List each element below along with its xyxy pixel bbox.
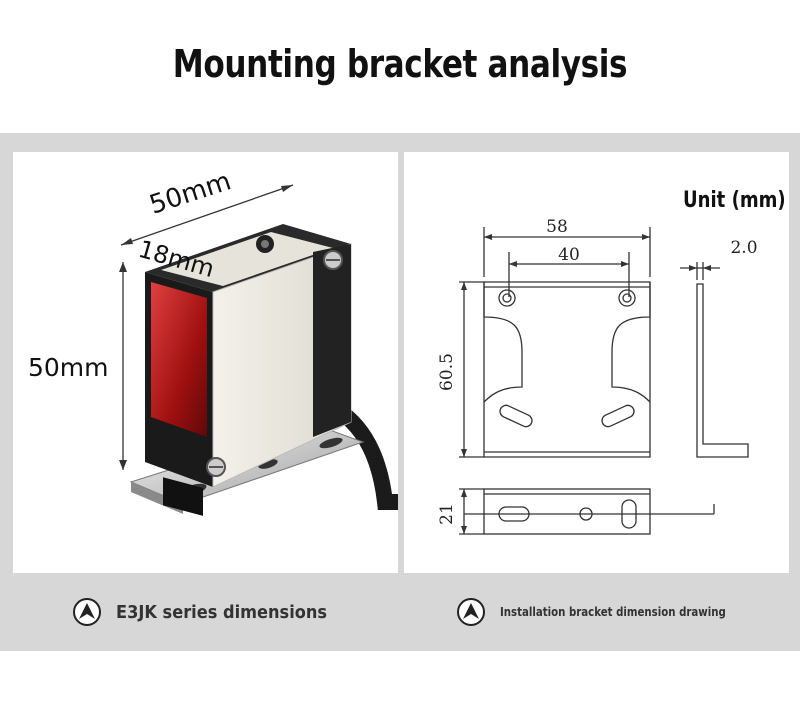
dim-label-21: 21 — [437, 503, 457, 525]
sensor-top-face — [161, 232, 333, 286]
sensor-photo-panel: 50mm 18mm 50mm — [13, 152, 398, 573]
unit-label: Unit (mm) — [683, 188, 786, 213]
sensor-illustration: 50mm 18mm 50mm — [28, 166, 398, 516]
bracket-bottom-view — [483, 488, 651, 535]
caption-left: E3JK series dimensions — [72, 597, 351, 627]
bracket-side-view — [696, 283, 749, 458]
dim-label-58: 58 — [546, 217, 568, 237]
dim-label-width: 50mm — [146, 166, 235, 220]
dim-label-60-5: 60.5 — [437, 353, 457, 391]
dim-label-height: 50mm — [28, 353, 109, 382]
dim-label-2-0: 2.0 — [730, 238, 757, 258]
caption-right-text: Installation bracket dimension drawing — [500, 605, 726, 619]
dim-line-width — [120, 184, 294, 246]
navigate-arrow-icon — [457, 598, 485, 626]
bracket-front-view — [483, 281, 651, 458]
dim-label-40: 40 — [558, 245, 580, 265]
bracket-drawing: 58 40 60.5 21 2.0 — [437, 217, 758, 535]
caption-right: Installation bracket dimension drawing — [456, 597, 766, 627]
caption-left-text: E3JK series dimensions — [116, 601, 328, 623]
sensor-lens — [151, 282, 207, 437]
page-title: Mounting bracket analysis — [172, 42, 628, 86]
bracket-drawing-panel: 58 40 60.5 21 2.0 — [404, 152, 789, 573]
navigate-arrow-icon — [73, 598, 101, 626]
